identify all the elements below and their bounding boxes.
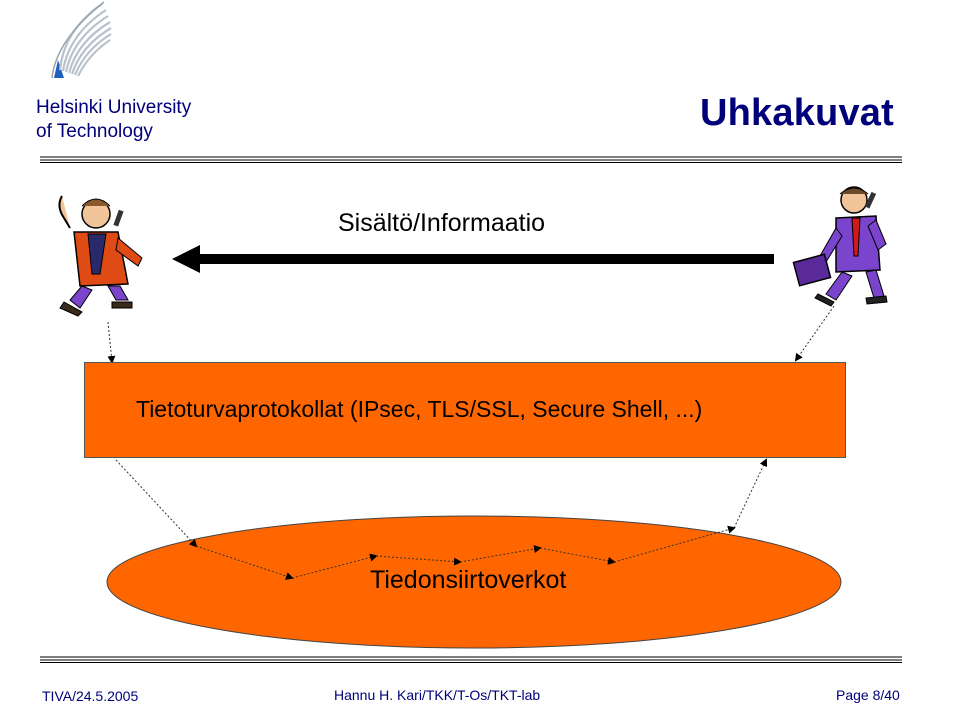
protocol-layer-box — [84, 362, 846, 458]
footer-divider — [40, 656, 902, 663]
content-arrow-icon — [172, 245, 774, 273]
university-name-line1: Helsinki University — [36, 97, 192, 118]
footer-date: TIVA/24.5.2005 — [42, 688, 139, 704]
footer-page-number: Page 8/40 — [836, 687, 900, 703]
university-logo-icon — [51, 1, 112, 79]
university-name: Helsinki University of Technology — [36, 96, 296, 144]
receiver-person-icon — [58, 195, 143, 317]
header-divider — [40, 156, 902, 163]
content-label: Sisältö/Informaatio — [338, 209, 546, 237]
protocol-layer-label: Tietoturvaprotokollat (IPsec, TLS/SSL, S… — [136, 396, 703, 422]
university-name-line2: of Technology — [36, 121, 153, 142]
network-ellipse — [106, 515, 842, 649]
sender-person-icon — [792, 186, 888, 307]
slide-title: Uhkakuvat — [700, 92, 894, 134]
dotted-connectors — [107, 305, 835, 580]
footer-author: Hannu H. Kari/TKK/T-Os/TKT-lab — [334, 687, 541, 703]
network-label: Tiedonsiirtoverkot — [370, 566, 567, 594]
